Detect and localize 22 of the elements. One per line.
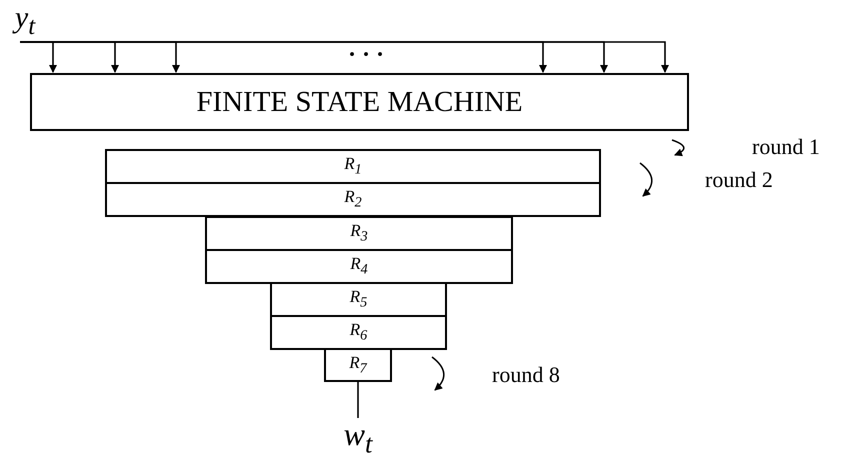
round-label: round 1 bbox=[752, 134, 820, 160]
process-box bbox=[30, 73, 689, 131]
register-box bbox=[324, 348, 392, 382]
ellipsis: · · · bbox=[348, 42, 384, 69]
register-label: R$_{2}$ bbox=[344, 187, 362, 212]
register-box bbox=[205, 216, 513, 251]
round-label: round 8 bbox=[492, 362, 560, 388]
variable-label: y$_{t}$ bbox=[14, 1, 36, 41]
register-label: R$_{1}$ bbox=[344, 154, 362, 179]
register-box bbox=[105, 149, 601, 184]
register-label: R$_{7}$ bbox=[349, 352, 367, 378]
box-title: FINITE STATE MACHINE bbox=[196, 86, 523, 118]
register-label: R$_{5}$ bbox=[350, 287, 368, 312]
register-box bbox=[205, 249, 513, 284]
register-label: R$_{6}$ bbox=[350, 320, 368, 345]
round-label: round 2 bbox=[705, 167, 773, 193]
register-box bbox=[105, 182, 601, 217]
register-box bbox=[270, 315, 447, 350]
register-box bbox=[270, 282, 447, 317]
variable-label: w$_{t}$ bbox=[344, 416, 372, 460]
register-label: R$_{4}$ bbox=[350, 254, 368, 279]
register-label: R$_{3}$ bbox=[350, 221, 368, 246]
